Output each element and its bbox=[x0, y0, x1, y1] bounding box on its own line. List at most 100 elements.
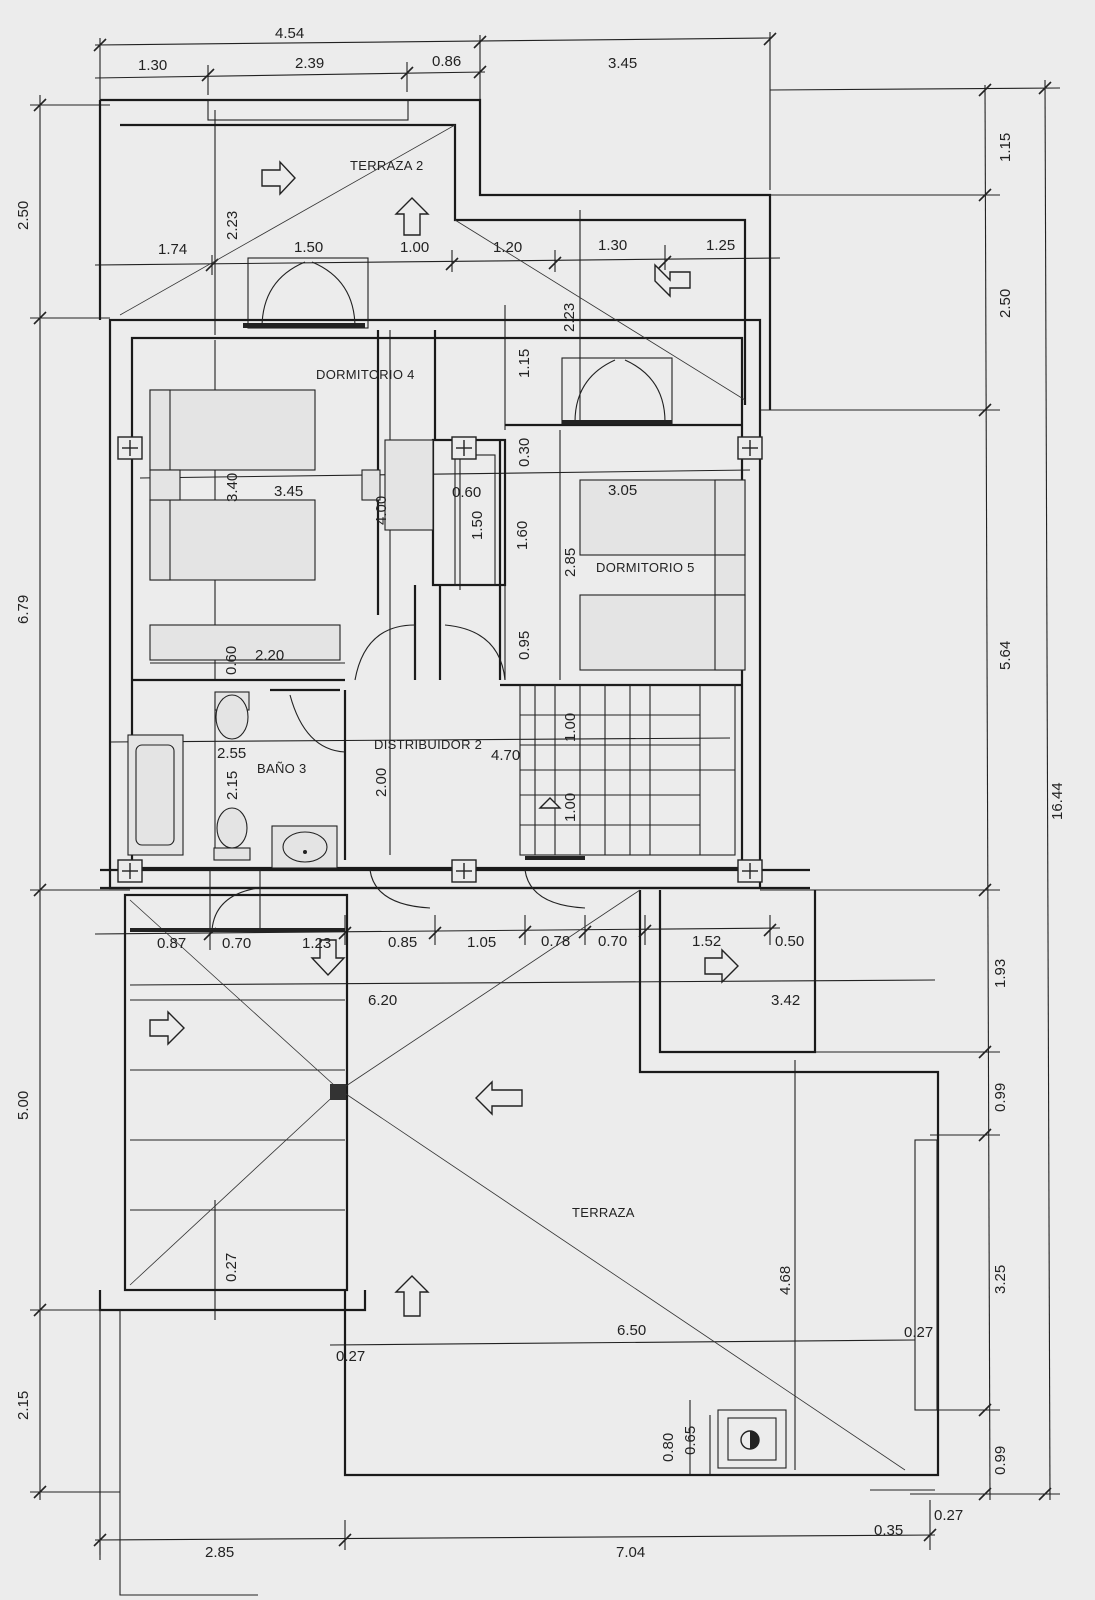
dim-label: 2.23 bbox=[224, 211, 241, 240]
terrace-diagonals bbox=[119, 124, 906, 1471]
dim-label: 0.30 bbox=[516, 438, 533, 467]
dim-label: 0.80 bbox=[660, 1433, 677, 1462]
dim-label: 2.00 bbox=[373, 768, 390, 797]
dim-label: 2.50 bbox=[15, 201, 32, 230]
dim-label: 2.23 bbox=[561, 303, 578, 332]
dim-label: 1.00 bbox=[400, 239, 429, 256]
dim-label: 1.15 bbox=[516, 349, 533, 378]
bed bbox=[149, 499, 316, 581]
window-bar bbox=[243, 323, 365, 328]
dim-label: 3.25 bbox=[992, 1265, 1009, 1294]
dim-label: 2.85 bbox=[562, 548, 579, 577]
dim-label: 2.15 bbox=[224, 771, 241, 800]
dim-label: 1.30 bbox=[138, 57, 167, 74]
arrow-up-icon bbox=[394, 1275, 430, 1317]
dim-label: 3.05 bbox=[608, 482, 637, 499]
dim-label: 2.50 bbox=[997, 289, 1014, 318]
dim-label: 4.68 bbox=[777, 1266, 794, 1295]
doors bbox=[209, 257, 673, 931]
dim-label: 0.27 bbox=[934, 1507, 963, 1524]
dim-label: 1.15 bbox=[997, 133, 1014, 162]
dimension-lines bbox=[30, 32, 1061, 1560]
dim-label: 0.27 bbox=[904, 1324, 933, 1341]
dim-label: 5.00 bbox=[15, 1091, 32, 1120]
dim-label: 1.00 bbox=[562, 713, 579, 742]
dim-label: 0.60 bbox=[452, 484, 481, 501]
dim-label: 1.60 bbox=[514, 521, 531, 550]
dim-label: 4.70 bbox=[491, 747, 520, 764]
dim-label: 0.78 bbox=[541, 933, 570, 950]
dim-label: 6.79 bbox=[15, 595, 32, 624]
dim-label: 7.04 bbox=[616, 1544, 645, 1561]
window-bar bbox=[525, 856, 585, 860]
dim-label: 1.93 bbox=[992, 959, 1009, 988]
dim-label: 1.30 bbox=[598, 237, 627, 254]
dim-label: 1.25 bbox=[706, 237, 735, 254]
dim-label: 0.99 bbox=[992, 1446, 1009, 1475]
dim-label: 2.15 bbox=[15, 1391, 32, 1420]
dim-label: 0.65 bbox=[682, 1426, 699, 1455]
dim-label: 4.54 bbox=[275, 25, 304, 42]
desk bbox=[384, 439, 434, 531]
arrow-down-icon bbox=[310, 939, 346, 977]
dim-label: 0.95 bbox=[516, 631, 533, 660]
dim-label: 6.50 bbox=[617, 1322, 646, 1339]
dim-label: 3.40 bbox=[224, 473, 241, 502]
arrow-right-icon bbox=[704, 948, 739, 984]
dim-label: 0.99 bbox=[992, 1083, 1009, 1112]
dim-label: 1.23 bbox=[302, 935, 331, 952]
dim-label: 0.35 bbox=[874, 1522, 903, 1539]
dim-label: 1.05 bbox=[467, 934, 496, 951]
window-bar bbox=[210, 928, 345, 932]
dimension-labels: 4.54 1.30 2.39 0.86 3.45 1.74 1.50 1.00 … bbox=[15, 25, 1066, 1561]
dim-label: 4.00 bbox=[373, 496, 390, 525]
dim-label: 16.44 bbox=[1049, 782, 1066, 820]
room-label-terraza: TERRAZA bbox=[572, 1205, 635, 1220]
furniture bbox=[127, 389, 746, 869]
dim-label: 0.27 bbox=[336, 1348, 365, 1365]
dim-label: 0.27 bbox=[223, 1253, 240, 1282]
window-bar bbox=[130, 928, 210, 932]
dimension-ticks bbox=[33, 32, 1052, 1547]
dim-label: 5.64 bbox=[997, 641, 1014, 670]
dim-label: 0.87 bbox=[157, 935, 186, 952]
dim-label: 1.52 bbox=[692, 933, 721, 950]
dim-label: 2.85 bbox=[205, 1544, 234, 1561]
dim-label: 1.50 bbox=[294, 239, 323, 256]
dim-label: 3.45 bbox=[608, 55, 637, 72]
slope-arrows bbox=[149, 160, 739, 1317]
arrow-up-icon bbox=[394, 197, 430, 236]
room-label-distribuidor2: DISTRIBUIDOR 2 bbox=[374, 737, 482, 752]
dim-label: 2.39 bbox=[295, 55, 324, 72]
dim-label: 0.70 bbox=[598, 933, 627, 950]
dim-label: 3.45 bbox=[274, 483, 303, 500]
room-labels: TERRAZA 2 DORMITORIO 4 DORMITORIO 5 BAÑO… bbox=[257, 158, 695, 1220]
dim-label: 2.55 bbox=[217, 745, 246, 762]
window-bar bbox=[562, 420, 672, 424]
dim-label: 3.42 bbox=[771, 992, 800, 1009]
arrow-up-icon bbox=[538, 797, 562, 809]
bed bbox=[149, 389, 316, 471]
toilet bbox=[216, 807, 248, 849]
dim-label: 1.50 bbox=[469, 511, 486, 540]
room-label-bano3: BAÑO 3 bbox=[257, 761, 306, 776]
dim-label: 0.60 bbox=[223, 646, 240, 675]
room-label-terraza2: TERRAZA 2 bbox=[350, 158, 424, 173]
pillars bbox=[117, 436, 763, 883]
dim-label: 0.85 bbox=[388, 934, 417, 951]
dim-label: 1.00 bbox=[562, 793, 579, 822]
arrow-left-icon bbox=[654, 263, 691, 298]
arrow-left-icon bbox=[475, 1080, 523, 1116]
arrow-right-icon bbox=[149, 1010, 185, 1046]
drain bbox=[330, 1084, 346, 1100]
dim-label: 1.74 bbox=[158, 241, 187, 258]
room-label-dormitorio5: DORMITORIO 5 bbox=[596, 560, 695, 575]
dim-label: 0.70 bbox=[222, 935, 251, 952]
arrow-right-icon bbox=[261, 160, 296, 196]
dim-label: 0.86 bbox=[432, 53, 461, 70]
bench bbox=[149, 624, 341, 661]
dim-label: 1.20 bbox=[493, 239, 522, 256]
dim-label: 0.50 bbox=[775, 933, 804, 950]
room-label-dormitorio4: DORMITORIO 4 bbox=[316, 367, 415, 382]
